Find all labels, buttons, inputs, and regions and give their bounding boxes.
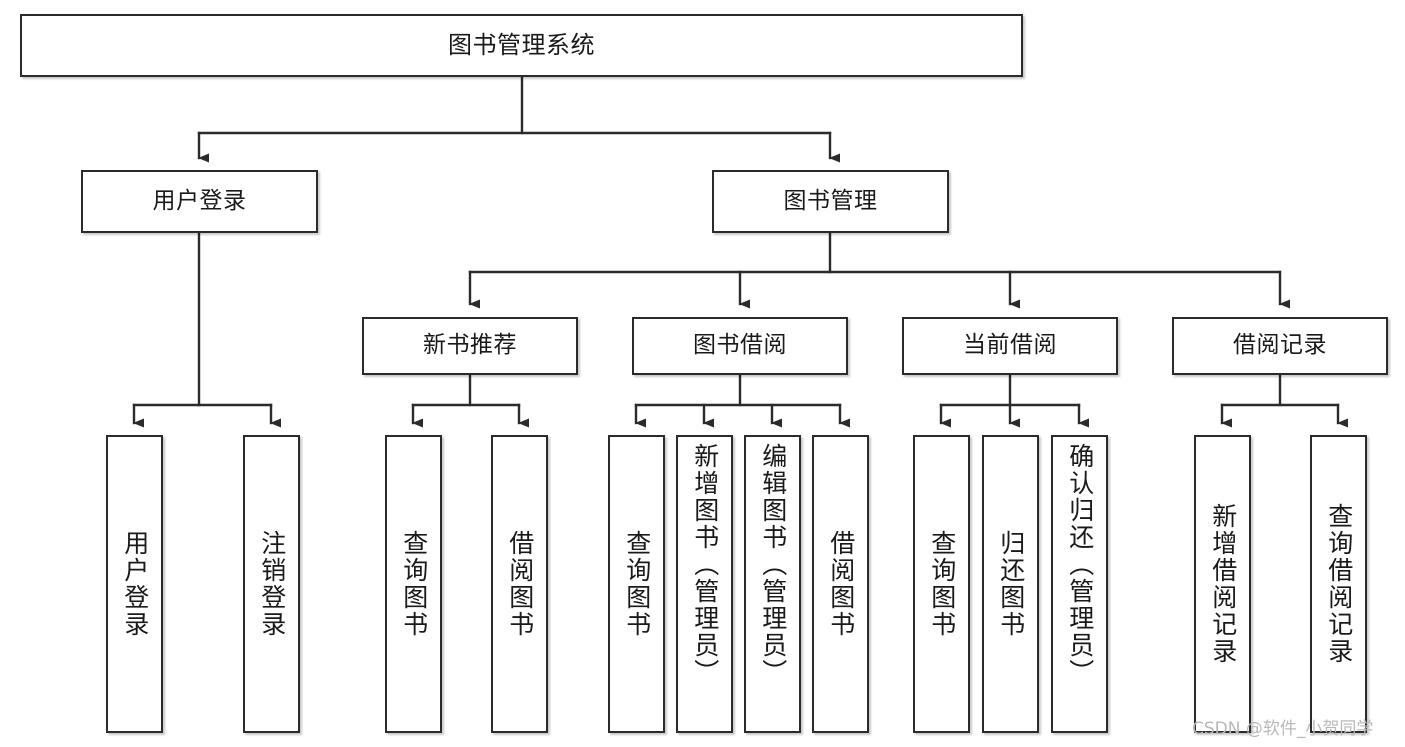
csdn-watermark: CSDN @软件_小贺同学 xyxy=(1192,719,1374,739)
leaf-add-book[interactable]: 新增图书（管理员） xyxy=(676,435,733,733)
node-user-login-label: 用户登录 xyxy=(152,187,247,214)
node-borrow-record[interactable]: 借阅记录 xyxy=(1172,317,1388,375)
leaf-query-borrow-record[interactable]: 查询借阅记录 xyxy=(1310,435,1367,733)
node-book-manage[interactable]: 图书管理 xyxy=(712,170,949,233)
leaf-query-book-2-label: 查询图书 xyxy=(622,530,652,638)
leaf-user-logout[interactable]: 注销登录 xyxy=(243,435,300,733)
node-user-login[interactable]: 用户登录 xyxy=(81,170,318,233)
leaf-add-book-label: 新增图书（管理员） xyxy=(690,443,720,686)
leaf-confirm-return[interactable]: 确认归还（管理员） xyxy=(1051,435,1108,733)
leaf-confirm-return-label: 确认归还（管理员） xyxy=(1065,443,1095,686)
leaf-borrow-book-2-label: 借阅图书 xyxy=(826,530,856,638)
leaf-return-book[interactable]: 归还图书 xyxy=(982,435,1039,733)
leaf-query-book-3[interactable]: 查询图书 xyxy=(913,435,970,733)
leaf-borrow-book-2[interactable]: 借阅图书 xyxy=(812,435,869,733)
leaf-edit-book-label: 编辑图书（管理员） xyxy=(758,443,788,686)
leaf-user-logout-label: 注销登录 xyxy=(257,530,287,638)
node-book-borrow[interactable]: 图书借阅 xyxy=(632,317,848,375)
leaf-add-borrow-record-label: 新增借阅记录 xyxy=(1208,503,1238,665)
leaf-query-book-2[interactable]: 查询图书 xyxy=(608,435,665,733)
leaf-edit-book[interactable]: 编辑图书（管理员） xyxy=(744,435,801,733)
node-book-borrow-label: 图书借阅 xyxy=(693,332,787,359)
leaf-borrow-book-1[interactable]: 借阅图书 xyxy=(491,435,548,733)
node-current-borrow-label: 当前借阅 xyxy=(963,332,1057,359)
node-book-manage-label: 图书管理 xyxy=(783,187,878,214)
leaf-return-book-label: 归还图书 xyxy=(996,530,1026,638)
leaf-borrow-book-1-label: 借阅图书 xyxy=(505,530,535,638)
node-new-book-recommend-label: 新书推荐 xyxy=(423,332,517,359)
node-borrow-record-label: 借阅记录 xyxy=(1233,332,1327,359)
node-root-label: 图书管理系统 xyxy=(448,31,595,60)
node-root[interactable]: 图书管理系统 xyxy=(20,14,1023,77)
leaf-query-book-1[interactable]: 查询图书 xyxy=(385,435,442,733)
node-new-book-recommend[interactable]: 新书推荐 xyxy=(362,317,578,375)
leaf-add-borrow-record[interactable]: 新增借阅记录 xyxy=(1194,435,1251,733)
leaf-query-book-3-label: 查询图书 xyxy=(927,530,957,638)
leaf-query-book-1-label: 查询图书 xyxy=(399,530,429,638)
leaf-user-login[interactable]: 用户登录 xyxy=(106,435,163,733)
node-current-borrow[interactable]: 当前借阅 xyxy=(902,317,1118,375)
leaf-user-login-label: 用户登录 xyxy=(120,530,150,638)
leaf-query-borrow-record-label: 查询借阅记录 xyxy=(1324,503,1354,665)
